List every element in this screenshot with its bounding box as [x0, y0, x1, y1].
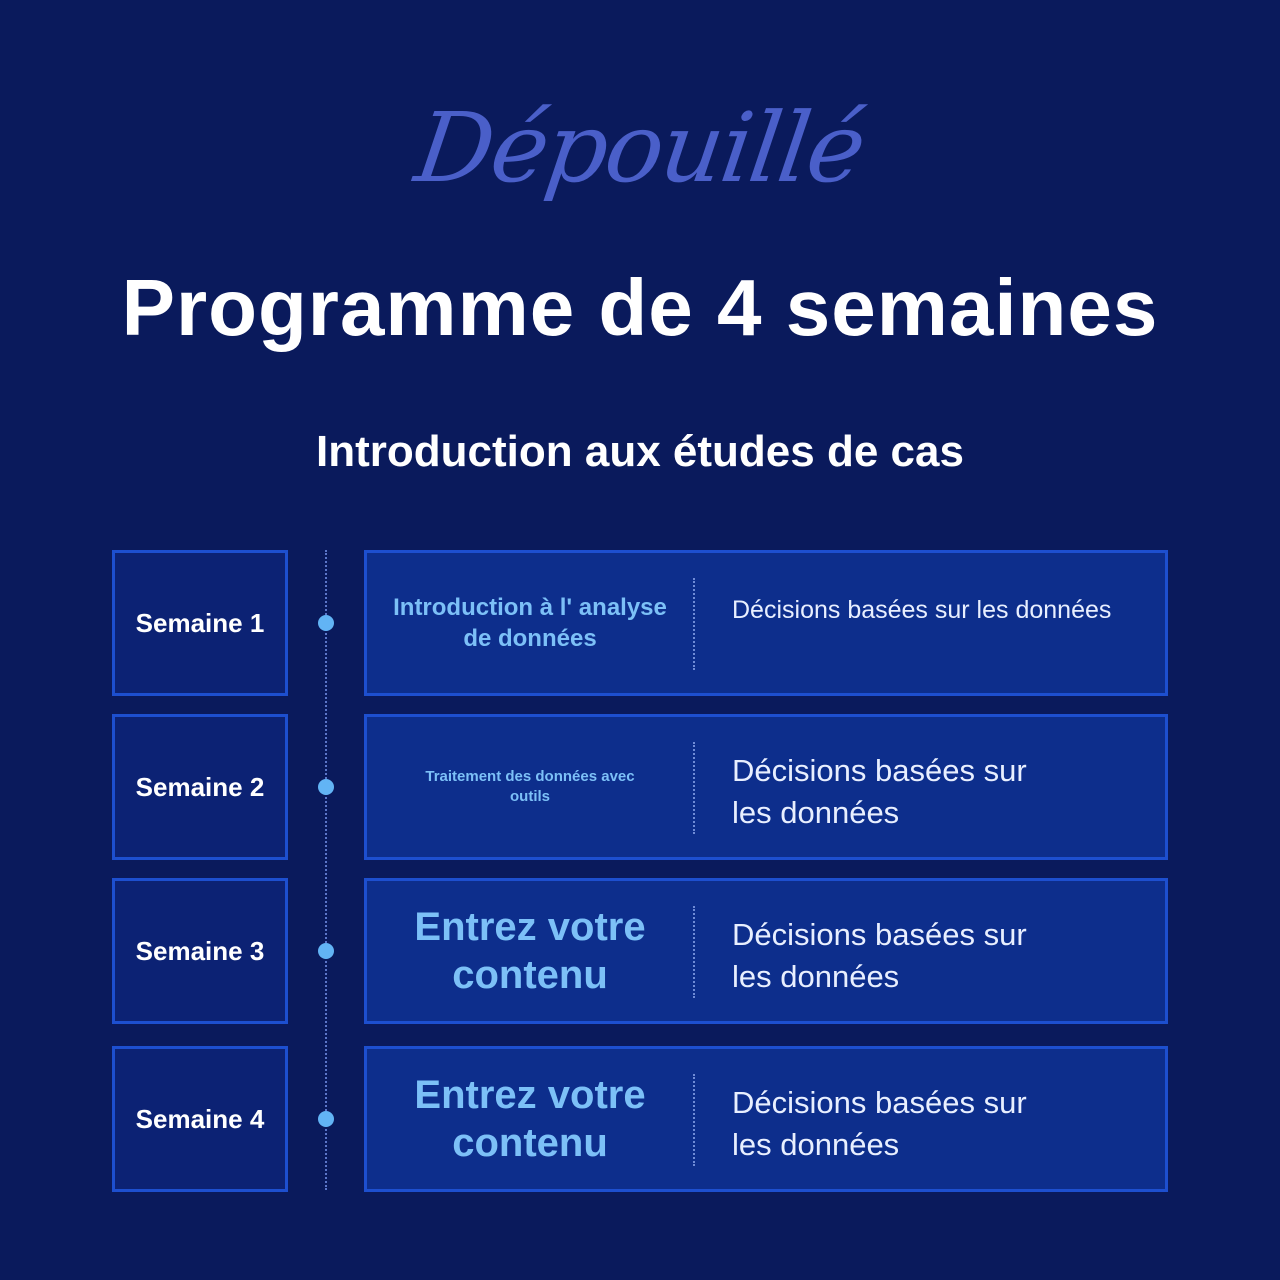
timeline-dot: [318, 615, 334, 631]
week-label-box: Semaine 1: [112, 550, 288, 696]
week-label-box: Semaine 3: [112, 878, 288, 1024]
week-label-box: Semaine 4: [112, 1046, 288, 1192]
timeline-dot: [318, 943, 334, 959]
week-row: Semaine 1 Introduction à l' analyse de d…: [112, 550, 1168, 696]
week-description: Décisions basées sur les données: [732, 917, 1027, 994]
week-label: Semaine 4: [135, 1103, 265, 1134]
week-description: Décisions basées sur les données: [732, 753, 1027, 830]
week-topic: Traitement des données avec outils: [425, 768, 635, 805]
timeline-dot: [318, 779, 334, 795]
week-description: Décisions basées sur les données: [732, 1085, 1027, 1162]
week-label: Semaine 1: [135, 607, 265, 638]
week-content-card: Entrez votre contenu Décisions basées su…: [364, 878, 1168, 1024]
week-topic: Introduction à l' analyse de données: [393, 594, 667, 652]
timeline-dot: [318, 1111, 334, 1127]
card-divider: [693, 742, 695, 834]
page-title: Programme de 4 semaines: [121, 263, 1159, 352]
week-content-card: Entrez votre contenu Décisions basées su…: [364, 1046, 1168, 1192]
week-topic: Entrez votre contenu: [414, 1073, 646, 1165]
page-subtitle: Introduction aux études de cas: [316, 427, 964, 476]
week-label: Semaine 2: [135, 771, 265, 802]
week-row: Semaine 2 Traitement des données avec ou…: [112, 714, 1168, 860]
week-label-box: Semaine 2: [112, 714, 288, 860]
week-row: Semaine 3 Entrez votre contenu Décisions…: [112, 878, 1168, 1024]
week-content-card: Introduction à l' analyse de données Déc…: [364, 550, 1168, 696]
card-divider: [693, 906, 695, 998]
week-topic: Entrez votre contenu: [414, 905, 646, 997]
week-description: Décisions basées sur les données: [732, 596, 1112, 624]
brand-logo-text: Dépouillé: [409, 92, 871, 204]
timeline-line: [325, 550, 327, 1190]
brand-logo: Dépouillé: [0, 92, 1280, 204]
card-divider: [693, 578, 695, 670]
week-label: Semaine 3: [135, 935, 265, 966]
week-row: Semaine 4 Entrez votre contenu Décisions…: [112, 1046, 1168, 1192]
week-content-card: Traitement des données avec outils Décis…: [364, 714, 1168, 860]
card-divider: [693, 1074, 695, 1166]
